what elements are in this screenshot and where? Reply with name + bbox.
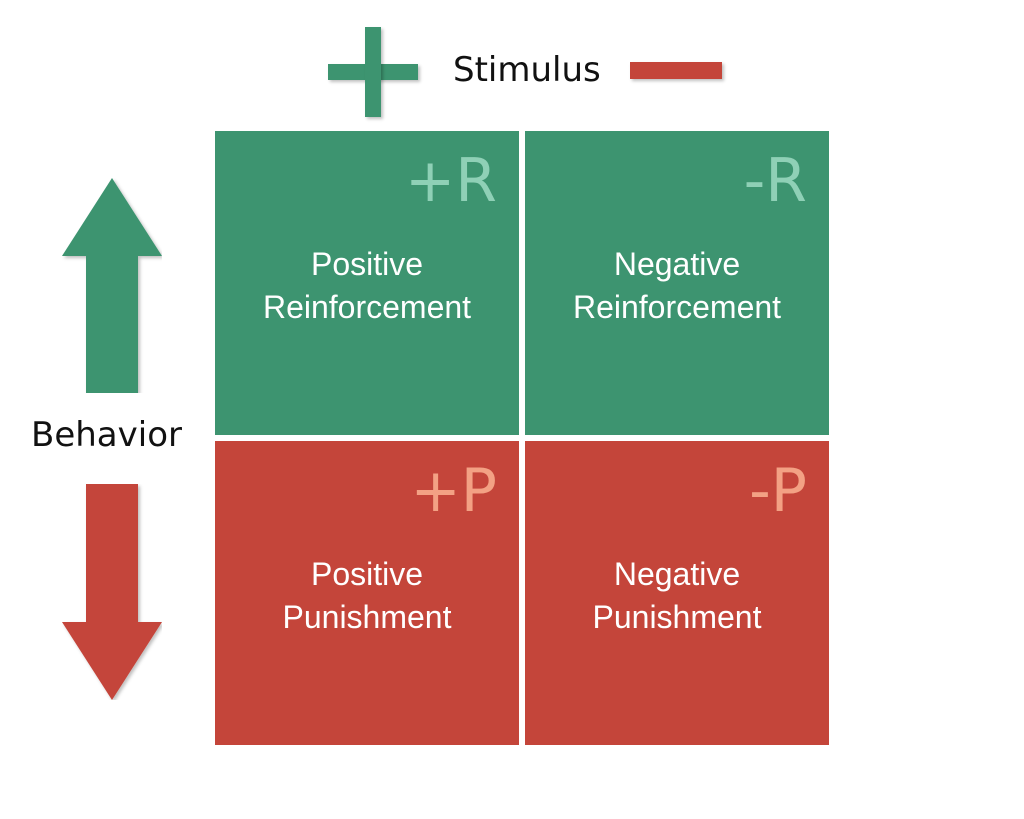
cell-title-line1: Negative: [613, 556, 741, 592]
cell-title: Negative Punishment: [525, 553, 829, 639]
stimulus-label: Stimulus: [453, 50, 601, 90]
cell-negative-reinforcement: -R Negative Reinforcement: [525, 131, 829, 435]
cell-title-line2: Punishment: [282, 599, 452, 635]
cell-title-line2: Reinforcement: [262, 289, 472, 325]
cell-title: Negative Reinforcement: [525, 243, 829, 329]
cell-title-line1: Positive: [310, 246, 424, 282]
cell-title-line1: Positive: [310, 556, 424, 592]
cell-title-line2: Punishment: [592, 599, 762, 635]
arrow-up-icon: [62, 178, 162, 393]
cell-title-line1: Negative: [613, 246, 741, 282]
cell-positive-punishment: +P Positive Punishment: [215, 441, 519, 745]
arrow-down-icon: [62, 484, 162, 700]
minus-icon: [630, 62, 722, 79]
cell-negative-punishment: -P Negative Punishment: [525, 441, 829, 745]
plus-icon: [328, 27, 418, 117]
cell-code: -P: [749, 456, 807, 526]
cell-title: Positive Punishment: [215, 553, 519, 639]
cell-code: +R: [405, 146, 497, 216]
cell-code: +P: [410, 456, 497, 526]
behavior-label: Behavior: [31, 415, 182, 455]
cell-positive-reinforcement: +R Positive Reinforcement: [215, 131, 519, 435]
cell-title: Positive Reinforcement: [215, 243, 519, 329]
plus-vertical-bar: [365, 27, 381, 117]
cell-code: -R: [743, 146, 807, 216]
cell-title-line2: Reinforcement: [572, 289, 782, 325]
